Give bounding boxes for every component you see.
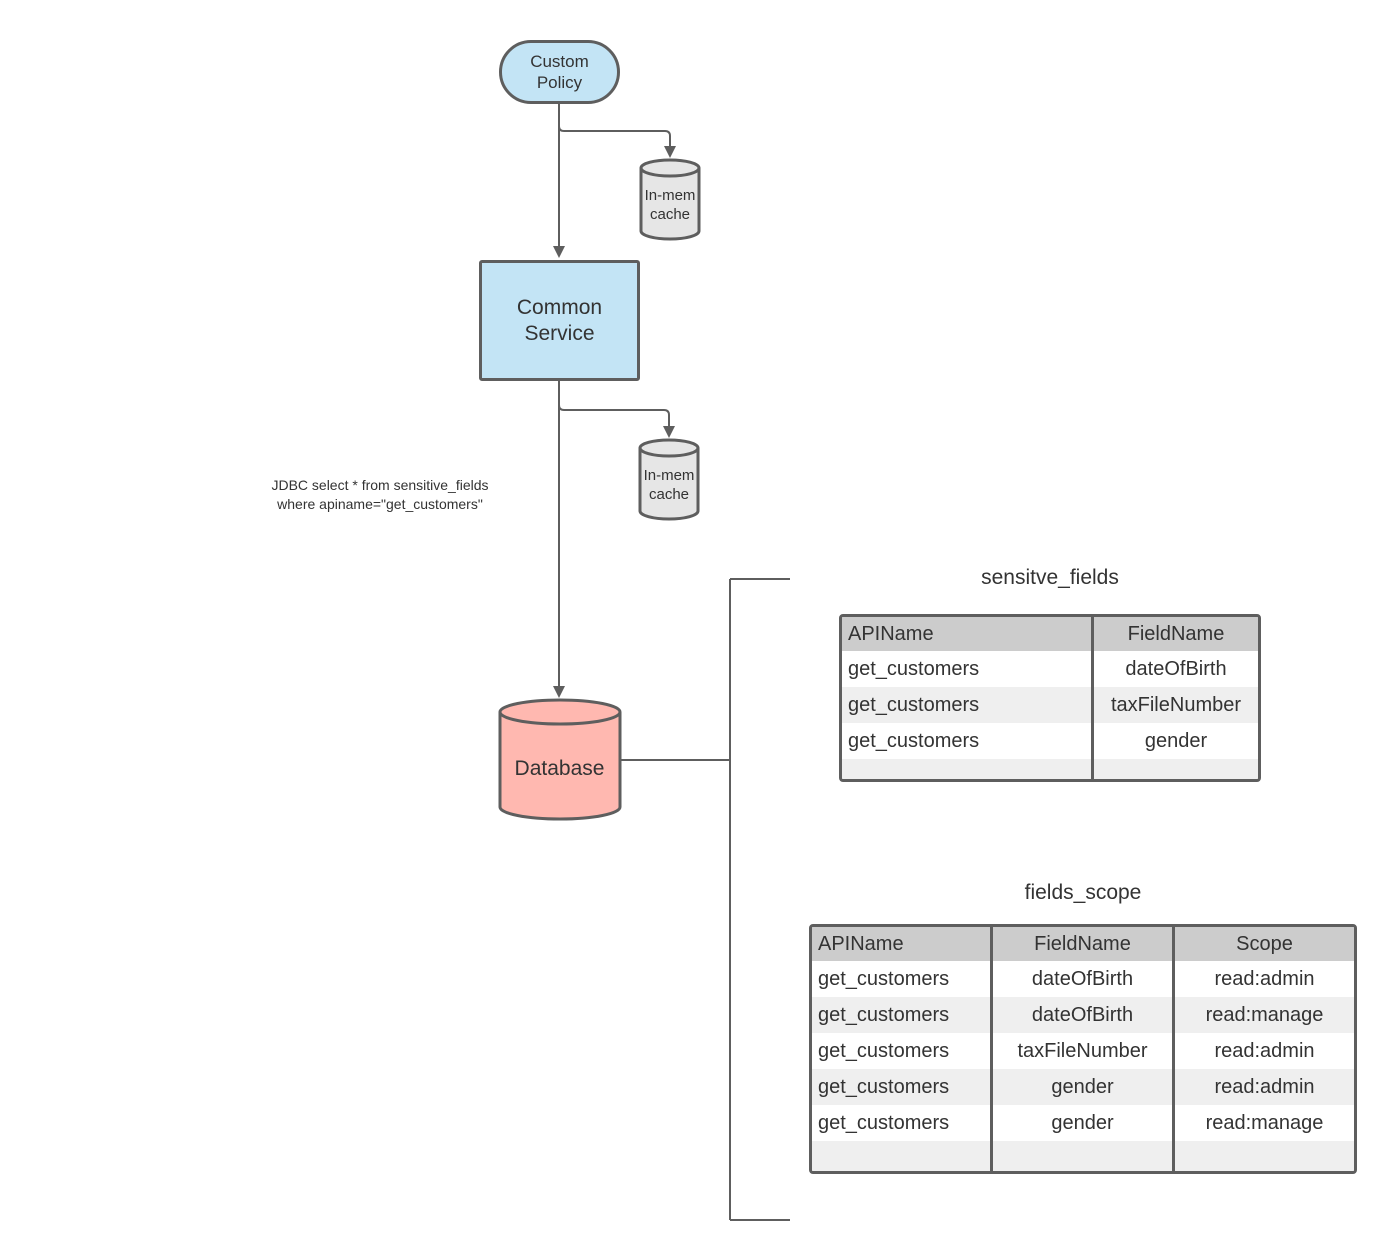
sensitive-fields-table: APIName FieldName get_customers dateOfBi… — [839, 614, 1261, 782]
custom-policy-label: Custom Policy — [530, 52, 589, 92]
table-cell: taxFileNumber — [993, 1033, 1175, 1069]
fields-scope-title: fields_scope — [1024, 881, 1142, 904]
column-header: APIName — [812, 927, 993, 961]
table-cell: gender — [993, 1105, 1175, 1141]
table-row: get_customers dateOfBirth read:manage — [812, 997, 1354, 1033]
column-header: Scope — [1175, 927, 1354, 961]
database-cylinder — [498, 698, 622, 821]
cache-cylinder-bottom — [638, 438, 700, 521]
table-cell: get_customers — [812, 1105, 993, 1141]
table-row-empty — [812, 1141, 1354, 1171]
table-cell: get_customers — [842, 687, 1094, 723]
table-cell: read:admin — [1214, 967, 1315, 990]
table-header-row: APIName FieldName — [842, 617, 1258, 651]
edge-service-to-cache — [558, 381, 675, 438]
table-cell: dateOfBirth — [993, 997, 1175, 1033]
cache-cylinder-top — [639, 158, 701, 241]
table-cell: get_customers — [812, 997, 993, 1033]
table-cell: get_customers — [812, 1069, 993, 1105]
column-header: FieldName — [1094, 617, 1258, 651]
common-service-node: Common Service — [479, 260, 640, 381]
table-cell: read:manage — [1175, 997, 1354, 1033]
table-row: get_customers gender — [842, 723, 1258, 759]
table-cell: read:admin — [1214, 1039, 1315, 1062]
column-header: FieldName — [993, 927, 1175, 961]
cache-top-label: In-mem cache — [644, 187, 696, 223]
table-cell: get_customers — [842, 651, 1094, 687]
table-cell: taxFileNumber — [1094, 687, 1258, 723]
table-row: get_customers dateOfBirth read:admin — [812, 961, 1354, 997]
cache-bottom-label: In-mem cache — [643, 467, 695, 503]
table-cell: get_customers — [842, 723, 1094, 759]
fields-scope-table: APIName FieldName Scope get_customers da… — [809, 924, 1357, 1174]
table-cell: read:admin — [1175, 1069, 1354, 1105]
table-row: get_customers dateOfBirth — [842, 651, 1258, 687]
table-cell: gender — [1144, 729, 1208, 752]
column-header: APIName — [842, 617, 1094, 651]
table-row-empty — [842, 759, 1258, 779]
table-cell: get_customers — [812, 1033, 993, 1069]
table-row: get_customers gender read:admin — [812, 1069, 1354, 1105]
edge-policy-to-cache — [558, 104, 676, 158]
tables-bracket — [620, 578, 790, 1221]
jdbc-query-note: JDBC select * from sensitive_fields wher… — [271, 477, 489, 512]
table-row: get_customers gender read:manage — [812, 1105, 1354, 1141]
table-cell: dateOfBirth — [993, 961, 1175, 997]
custom-policy-node: Custom Policy — [499, 40, 620, 104]
sensitive-fields-title: sensitve_fields — [981, 566, 1119, 589]
table-row: get_customers taxFileNumber — [842, 687, 1258, 723]
table-cell: dateOfBirth — [1125, 657, 1227, 680]
table-cell: gender — [993, 1069, 1175, 1105]
table-header-row: APIName FieldName Scope — [812, 927, 1354, 961]
table-cell: get_customers — [812, 961, 993, 997]
table-cell: read:manage — [1205, 1111, 1324, 1134]
common-service-label: Common Service — [516, 295, 603, 345]
database-label: Database — [514, 757, 605, 780]
table-row: get_customers taxFileNumber read:admin — [812, 1033, 1354, 1069]
